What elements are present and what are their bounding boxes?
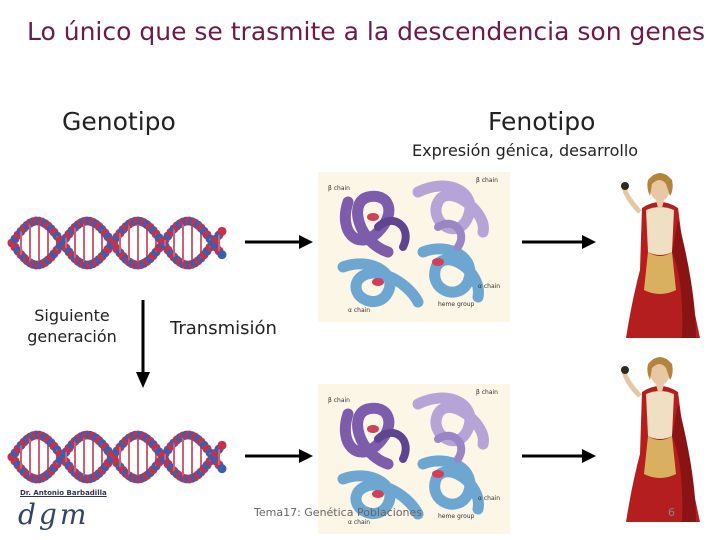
page-number: 6 [668,506,675,519]
arrow-right-icon [245,449,313,463]
next-generation-label: Siguiente generación [27,306,117,346]
beta-chain-label: β chain [328,397,350,404]
dna-molecule-image-bottom [7,430,227,484]
hemoglobin-protein-image-top: β chain β chain α chain α chain heme gro… [318,172,510,322]
heme-group-label: heme group [438,513,475,520]
alpha-chain-label: α chain [348,519,370,526]
gene-expression-subheading: Expresión génica, desarrollo [412,141,639,160]
alpha-chain-label: α chain [478,495,500,502]
woman-portrait-image-bottom [621,357,700,522]
genotype-heading: Genotipo [62,107,176,136]
arrow-right-icon [522,449,596,463]
beta-chain-label: β chain [328,185,350,192]
phenotype-heading: Fenotipo [488,107,596,136]
alpha-chain-label: α chain [478,283,500,290]
beta-chain-label: β chain [476,177,498,184]
woman-portrait-image-top [621,173,700,338]
arrow-down-icon [136,300,150,388]
transmission-label: Transmisión [170,318,277,339]
dgm-logo: dgm [18,498,90,531]
arrow-right-icon [522,235,596,249]
heme-group-label: heme group [438,301,475,308]
hemoglobin-protein-image-bottom: β chain β chain α chain α chain heme gro… [318,384,510,534]
slide-title: Lo único que se trasmite a la descendenc… [27,17,705,46]
alpha-chain-label: α chain [348,307,370,314]
dna-molecule-image-top [7,216,227,270]
arrow-right-icon [245,235,313,249]
author-link[interactable]: Dr. Antonio Barbadilla [20,489,107,497]
footer-topic: Tema17: Genética Poblaciones [254,506,423,519]
beta-chain-label: β chain [476,389,498,396]
